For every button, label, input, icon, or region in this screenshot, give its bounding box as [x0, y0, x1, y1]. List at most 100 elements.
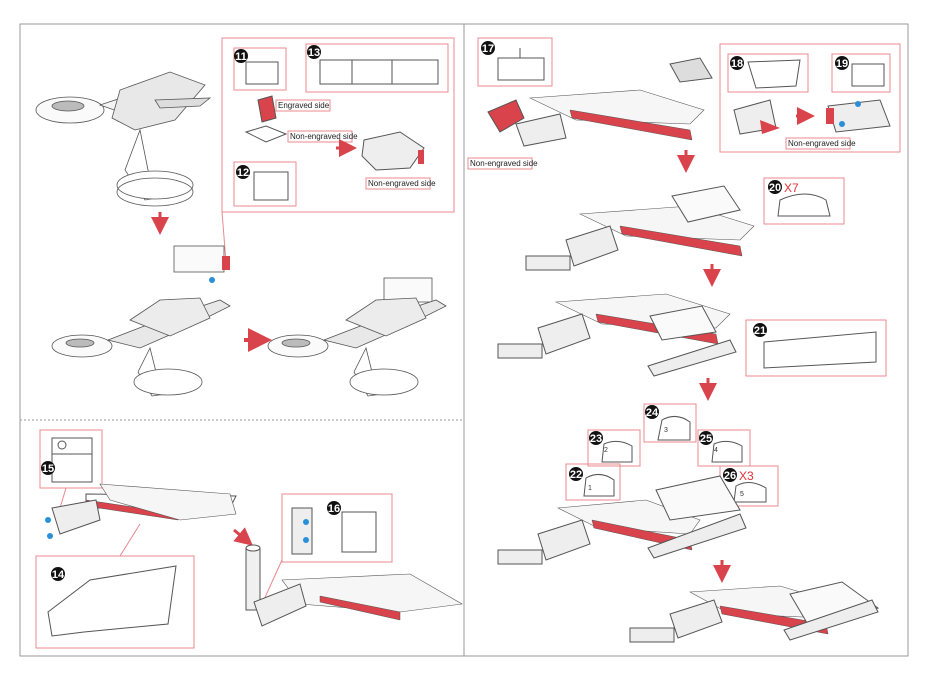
- part-16-cylinder: [291, 507, 313, 555]
- blue-dot-3: [303, 519, 309, 525]
- blue-dot-5: [855, 101, 861, 107]
- step-26-number: 26: [724, 470, 736, 482]
- step-20-badge: [768, 180, 782, 194]
- neck-assembly-3: [487, 99, 525, 133]
- step-12-box: [233, 161, 297, 207]
- part-25-label: 4: [714, 447, 718, 454]
- non-engraved-label-box-2: [365, 177, 431, 190]
- blue-dot-4: [303, 537, 309, 543]
- step-15-box: [39, 429, 103, 489]
- step-25-number: 25: [700, 433, 712, 445]
- step-20-count: X7: [784, 181, 799, 195]
- engraved-side-label: Engraved side: [278, 101, 330, 110]
- part-11-base: [244, 125, 288, 143]
- part-25-drawing: [711, 440, 743, 463]
- neck-assembly-6: [537, 519, 591, 561]
- part-17-drawing: [497, 48, 545, 81]
- step-20-box: [763, 177, 845, 225]
- ship-model-after: [267, 277, 447, 397]
- step-11-number: 11: [235, 51, 247, 63]
- panel-right: 17 Non-engraved side 18 19 Non-engraved …: [467, 37, 901, 643]
- step-17-badge: [481, 41, 495, 55]
- part-22-label: 1: [588, 485, 592, 492]
- hull-red-edge-3: [569, 109, 693, 141]
- part-19-red-tab: [826, 108, 834, 124]
- neck-assembly-4: [565, 225, 619, 267]
- step-14-badge: [51, 567, 65, 581]
- neck-assembly-2: [253, 583, 307, 627]
- step-15-badge: [41, 461, 55, 475]
- step-14-number: 14: [52, 569, 65, 581]
- part-18-drawing: [747, 59, 801, 89]
- step-16-box: [281, 493, 393, 563]
- cannon-cylinder-top: [245, 544, 261, 552]
- part-14-drawing: [47, 565, 177, 637]
- part-22-drawing: [583, 474, 615, 497]
- engraved-side-label-box: [275, 99, 331, 112]
- step-24-box: [643, 403, 697, 443]
- part-24-drawing: [657, 416, 691, 441]
- part-24-label: 3: [664, 427, 668, 434]
- cannon-barrel-5: [497, 343, 543, 359]
- part-12-drawing: [253, 171, 289, 201]
- step-22-badge: [569, 467, 583, 481]
- blue-dot-1: [45, 517, 51, 523]
- ship-model-upper: [35, 71, 212, 207]
- part-11-drawing: [245, 61, 279, 85]
- part-16-drawing: [341, 511, 377, 553]
- step-24-badge: [645, 405, 659, 419]
- ship-model-before: [51, 245, 231, 397]
- ribs-cluster-21: [649, 305, 717, 341]
- step-26-badge: [723, 468, 737, 482]
- non-engraved-side-label-4: Non-engraved side: [788, 139, 856, 148]
- step-18-badge: [730, 56, 744, 70]
- step-11-badge: [234, 49, 248, 63]
- callout-line-11-13: [221, 211, 227, 263]
- step-12-number: 12: [237, 167, 249, 179]
- step-22-number: 22: [570, 469, 582, 481]
- part-21-drawing: [763, 331, 877, 369]
- assembled-13-red-tab: [418, 150, 424, 164]
- blue-dot-6: [839, 121, 845, 127]
- detail-box-11-13: [221, 37, 455, 213]
- step-23-badge: [589, 431, 603, 445]
- step-21-badge: [753, 323, 767, 337]
- part-13-drawing: [319, 59, 439, 85]
- part-19-drawing: [851, 63, 885, 87]
- non-engraved-label-box-1: [287, 130, 353, 143]
- step-23-box: [587, 429, 641, 467]
- non-engraved-label-box-4: [785, 137, 851, 150]
- step-13-number: 13: [308, 47, 320, 59]
- step-26-count: X3: [739, 469, 754, 483]
- neck-assembly-5: [537, 313, 591, 355]
- step-17-number: 17: [482, 43, 494, 55]
- step-16-badge: [327, 501, 341, 515]
- part-20-drawing: [777, 193, 831, 217]
- detail-box-18-19: [719, 43, 901, 153]
- cannon-barrel-final: [629, 627, 675, 643]
- non-engraved-side-label-2: Non-engraved side: [368, 179, 436, 188]
- step-21-number: 21: [754, 325, 766, 337]
- assembled-13-11: [361, 131, 425, 171]
- step-17-box: [477, 37, 553, 87]
- non-engraved-side-label-3: Non-engraved side: [470, 159, 538, 168]
- keel-part-21: [647, 339, 737, 377]
- keel-part-6: [647, 513, 747, 559]
- part-23-drawing: [601, 440, 633, 463]
- step-21-box: [745, 319, 887, 377]
- blue-dot-2: [47, 533, 53, 539]
- hull-red-edge-2: [319, 595, 401, 621]
- step-13-badge: [307, 45, 321, 59]
- step-18-box: [727, 53, 809, 93]
- step-23-number: 23: [590, 433, 602, 445]
- non-engraved-side-label-1: Non-engraved side: [290, 132, 358, 141]
- step-16-number: 16: [328, 503, 340, 515]
- step-11-box: [233, 47, 287, 91]
- step-20-number: 20: [769, 182, 781, 194]
- part-11-folded: [257, 95, 277, 123]
- part-26-drawing: [733, 482, 767, 503]
- cannon-barrel-6: [497, 549, 543, 565]
- ribs-cluster-20: [671, 185, 741, 223]
- step-14-box: [35, 555, 195, 649]
